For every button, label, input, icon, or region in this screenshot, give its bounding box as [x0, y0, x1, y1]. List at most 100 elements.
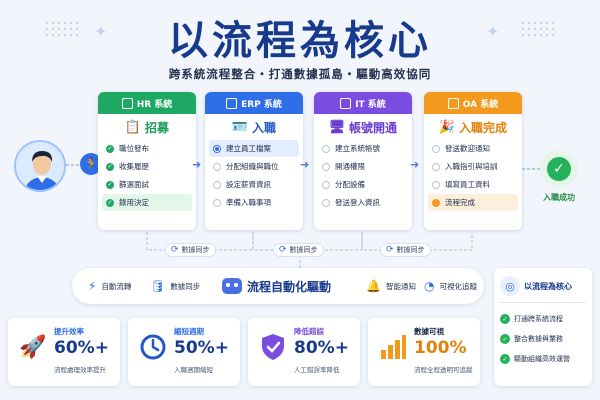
summary-item-label: 整合數據與業務 [514, 335, 563, 343]
check-icon: ✓ [106, 180, 114, 189]
check-icon: ✓ [106, 144, 114, 153]
card-hr: HR 系統 📋 招募 ✓職位發布 ✓收集履歷 ✓篩選面試 ✓錄用決定 [98, 92, 196, 230]
bell-icon: 🔔 [366, 279, 381, 293]
step-label: 建立員工檔案 [226, 144, 271, 153]
system-name: IT 系統 [355, 99, 386, 110]
system-name: OA 系統 [462, 99, 499, 110]
pending-dot-icon [322, 180, 330, 189]
card-oa: OA 系統 🎉 入職完成 發送歡迎通知 入職指引與培訓 填寫員工資料 流程完成 [424, 92, 522, 230]
dot-pattern [44, 20, 80, 40]
feature-label: 自動流轉 [101, 281, 132, 291]
summary-title: ◎ 以流程為核心 [500, 276, 586, 303]
step-label: 篩選面試 [119, 180, 149, 189]
check-icon: ✓ [500, 314, 510, 324]
step-item[interactable]: ✓ 篩選面試 [102, 176, 192, 193]
stat-card-cycle: 縮短週期 50%+ 入職週期縮短 [128, 318, 240, 386]
lightning-icon: ⚡ [88, 279, 97, 293]
summary-panel: ◎ 以流程為核心 ✓ 打通跨系統流程 ✓整合數據與業務 ✓ 驅動組織高效運營 [494, 268, 592, 386]
stage-label: 入職 [251, 120, 276, 135]
arrow-right-icon: ➜ [192, 158, 202, 171]
user-badge-icon: 🪪 [231, 119, 249, 135]
system-icon [226, 97, 238, 109]
summary-item-label: 打通跨系統流程 [514, 315, 563, 323]
card-header: IT 系統 [314, 92, 412, 114]
monitor-user-icon: 🖥 [328, 119, 346, 135]
clipboard-search-icon: 📋 [124, 119, 142, 135]
stat-value: 100% [414, 338, 467, 358]
step-item[interactable]: 設定薪資資訊 [209, 176, 299, 193]
sync-icon: ⟳ [171, 245, 179, 255]
pending-dot-icon [432, 180, 440, 189]
step-item-active[interactable]: 流程完成 [428, 194, 518, 211]
step-item[interactable]: ✓職位發布 [102, 140, 192, 157]
step-item[interactable]: 發送登入資訊 [318, 194, 408, 211]
step-label: 填寫員工資料 [445, 180, 490, 189]
system-icon [340, 97, 352, 109]
user-avatar [14, 140, 66, 192]
step-item-active[interactable]: ✓錄用決定 [102, 194, 192, 211]
step-item[interactable]: ✓收集履歷 [102, 158, 192, 175]
robot-icon [222, 278, 242, 294]
step-label: 發送登入資訊 [335, 198, 380, 207]
step-label: 入職指引與培訓 [445, 162, 498, 171]
pending-dot-icon [213, 198, 221, 207]
sync-label: 數據同步 [396, 246, 425, 254]
step-item[interactable]: 填寫員工資料 [428, 176, 518, 193]
database-icon: 🛢 [150, 279, 166, 293]
step-label: 分配設備 [335, 180, 365, 189]
sync-badge: ⟳數據同步 [380, 243, 431, 257]
stage-title: 🪪 入職 [205, 114, 303, 140]
step-label: 分配組織與職位 [226, 162, 279, 171]
step-item[interactable]: 分配設備 [318, 176, 408, 193]
step-item[interactable]: 發送歡迎通知 [428, 140, 518, 157]
sparkle-icon: ✦ [94, 22, 108, 41]
card-erp: ERP 系統 🪪 入職 建立員工檔案 分配組織與職位 設定薪資資訊 準備入職事項 [205, 92, 303, 230]
step-item[interactable]: 分配組織與職位 [209, 158, 299, 175]
feature-item: ⚡ 自動流轉 [88, 268, 131, 304]
card-header: HR 系統 [98, 92, 196, 114]
stage-title: 🖥 帳號開通 [314, 114, 412, 140]
stage-label: 帳號開通 [348, 120, 397, 135]
stat-desc: 人工錯誤率降低 [294, 366, 340, 374]
stat-card-error: 降低錯誤 80%+ 人工錯誤率降低 [248, 318, 360, 386]
feature-label: 可視化追蹤 [439, 281, 477, 291]
summary-item-label: 驅動組織高效運營 [514, 355, 570, 363]
pie-chart-icon: ◔ [424, 279, 435, 293]
stage-label: 招募 [144, 120, 169, 135]
step-item[interactable]: 開通權限 [318, 158, 408, 175]
sync-icon: ⟳ [386, 245, 394, 255]
step-item[interactable]: 建立系統帳號 [318, 140, 408, 157]
pending-dot-icon [322, 162, 330, 171]
pending-dot-icon [432, 162, 440, 171]
active-dot-icon [432, 198, 440, 207]
stat-label: 數據可視 [414, 327, 444, 336]
step-label: 錄用決定 [119, 198, 149, 207]
step-item[interactable]: 入職指引與培訓 [428, 158, 518, 175]
step-label: 收集履歷 [119, 162, 149, 171]
step-item-active[interactable]: 建立員工檔案 [209, 140, 299, 157]
summary-item: ✓ 打通跨系統流程 [500, 309, 586, 329]
stat-card-efficiency: 🚀 提升效率 60%+ 流程處理效率提升 [8, 318, 120, 386]
page-title: 以流程為核心 [168, 18, 432, 64]
target-icon: ◎ [500, 276, 520, 296]
sync-icon: ⟳ [279, 245, 287, 255]
check-circle-icon: ✓ [547, 157, 571, 181]
stat-desc: 入職週期縮短 [174, 366, 213, 374]
step-item[interactable]: 準備入職事項 [209, 194, 299, 211]
pending-dot-icon [322, 144, 330, 153]
sparkle-icon: ✦ [486, 22, 500, 41]
card-header: OA 系統 [424, 92, 522, 114]
system-icon [447, 97, 459, 109]
party-popper-icon: 🎉 [438, 119, 456, 135]
feature-label: 智能通知 [385, 281, 416, 291]
sync-badge: ⟳數據同步 [273, 243, 324, 257]
stat-desc: 流程全程透明可追蹤 [414, 366, 473, 374]
check-icon: ✓ [500, 354, 510, 364]
stat-value: 60%+ [54, 338, 109, 358]
system-icon [121, 97, 133, 109]
step-label: 開通權限 [335, 162, 365, 171]
automation-center: 流程自動化驅動 [222, 268, 331, 304]
card-it: IT 系統 🖥 帳號開通 建立系統帳號 開通權限 分配設備 發送登入資訊 [314, 92, 412, 230]
summary-item: ✓ 驅動組織高效運營 [500, 349, 586, 369]
summary-item: ✓整合數據與業務 [500, 329, 586, 349]
